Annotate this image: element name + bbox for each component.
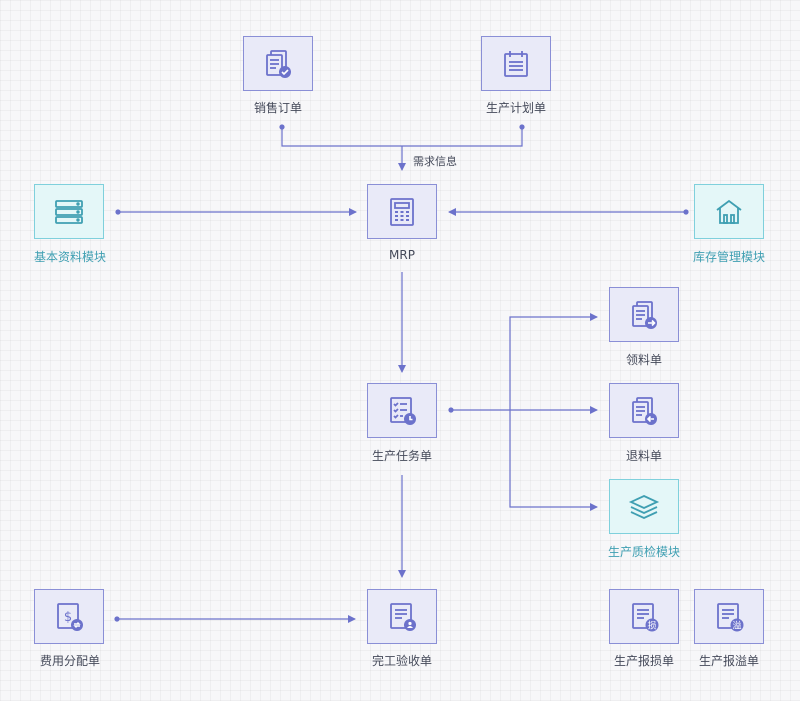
label-basic-data: 基本资料模块: [33, 250, 106, 264]
document-badge-icon: 损: [632, 602, 659, 631]
node-quality-check[interactable]: [609, 479, 679, 534]
node-production-loss[interactable]: 损: [609, 589, 679, 644]
label-material-return: 退料单: [625, 449, 662, 463]
label-production-overflow: 生产报溢单: [698, 654, 759, 668]
label-production-plan: 生产计划单: [485, 101, 546, 115]
edge-label-demand-info: 需求信息: [413, 155, 457, 168]
node-material-return[interactable]: [609, 383, 679, 438]
layers-icon: [628, 494, 660, 519]
node-production-task[interactable]: [367, 383, 437, 438]
node-cost-allocation[interactable]: $: [34, 589, 104, 644]
dollar-document-icon: $: [57, 602, 83, 631]
document-arrow-left-icon: [632, 396, 657, 425]
node-inventory[interactable]: [694, 184, 764, 239]
label-material-requisition: 领料单: [625, 353, 662, 367]
node-production-overflow[interactable]: 溢: [694, 589, 764, 644]
connector-sales-order: [281, 127, 523, 147]
node-mrp[interactable]: [367, 184, 437, 239]
label-production-loss: 生产报损单: [613, 654, 674, 668]
node-completion-check[interactable]: [367, 589, 437, 644]
label-inventory: 库存管理模块: [692, 250, 765, 264]
warehouse-icon: [716, 199, 742, 224]
label-quality-check: 生产质检模块: [607, 545, 680, 559]
label-sales-order: 销售订单: [253, 101, 302, 115]
calculator-icon: [390, 197, 414, 226]
badge-overflow-text: 溢: [732, 619, 741, 631]
server-stack-icon: [55, 199, 83, 224]
connector-dot: [279, 124, 285, 130]
connector-dot: [115, 209, 121, 215]
checklist-clock-icon: [390, 396, 416, 425]
label-production-task: 生产任务单: [371, 449, 432, 463]
calendar-list-icon: [504, 50, 528, 77]
node-basic-data[interactable]: [34, 184, 104, 239]
label-completion-check: 完工验收单: [371, 654, 432, 668]
node-material-requisition[interactable]: [609, 287, 679, 342]
node-production-plan[interactable]: [481, 36, 551, 91]
label-mrp: MRP: [389, 248, 415, 262]
connector-dot: [448, 407, 454, 413]
label-cost-allocation: 费用分配单: [39, 654, 100, 668]
node-sales-order[interactable]: [243, 36, 313, 91]
document-arrow-right-icon: [632, 300, 657, 329]
edge-task-to-requisition: [509, 313, 598, 410]
edge-task-to-quality: [509, 410, 598, 511]
svg-text:$: $: [64, 610, 72, 625]
connector-dot: [683, 209, 689, 215]
document-badge-icon: 溢: [717, 602, 744, 631]
connector-dot: [519, 124, 525, 130]
document-check-icon: [266, 49, 291, 78]
connector-dot: [114, 616, 120, 622]
document-user-icon: [390, 602, 416, 631]
badge-loss-text: 损: [647, 619, 656, 631]
